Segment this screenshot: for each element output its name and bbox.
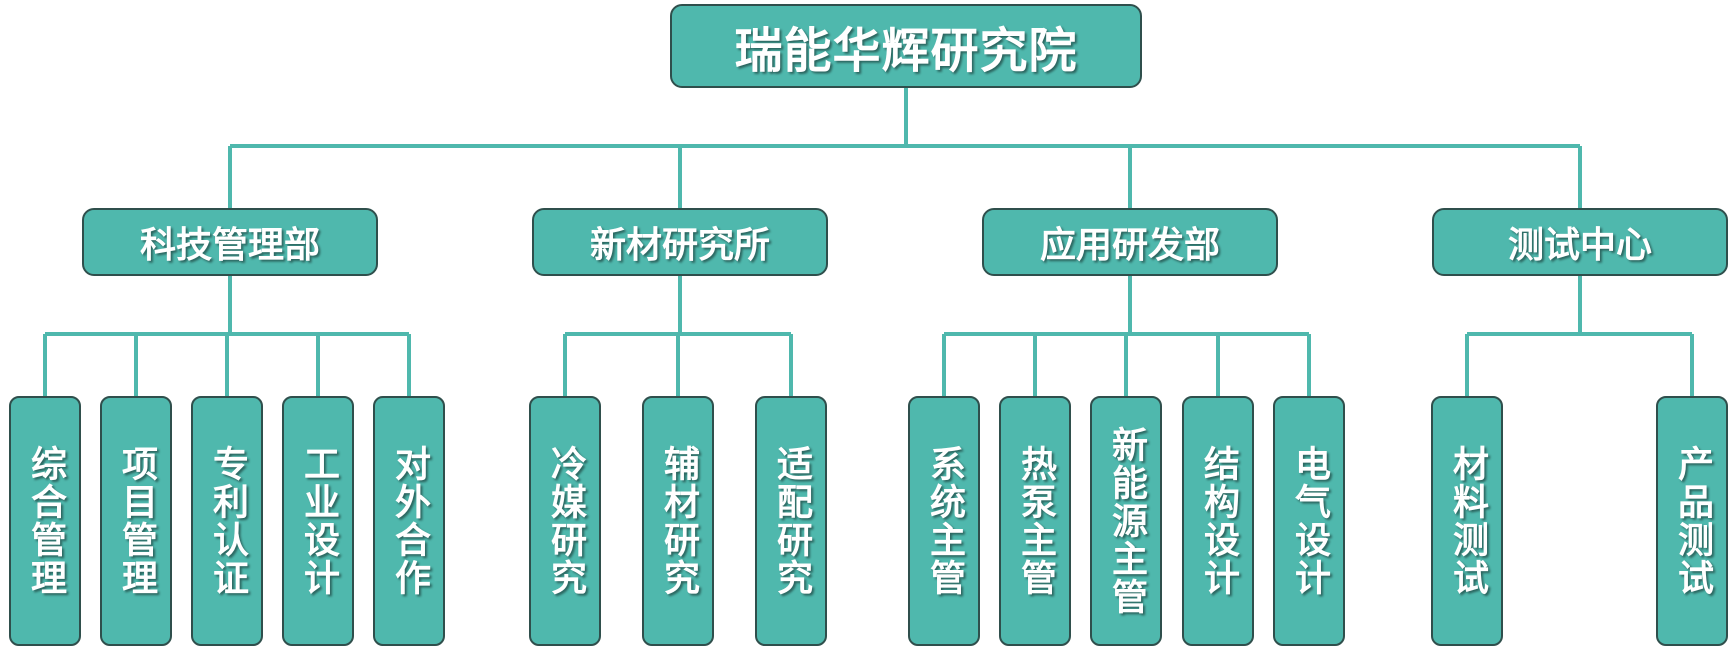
department-label: 科技管理部 — [139, 225, 320, 266]
unit-label: 项目管理 — [116, 445, 157, 597]
department-node: 测试中心 — [1432, 208, 1728, 276]
unit-node: 综合管理 — [9, 396, 81, 646]
unit-label: 对外合作 — [389, 445, 430, 597]
unit-node: 新能源主管 — [1090, 396, 1162, 646]
unit-label: 系统主管 — [924, 445, 965, 597]
unit-node: 对外合作 — [373, 396, 445, 646]
unit-label: 材料测试 — [1447, 445, 1488, 597]
unit-node: 冷媒研究 — [529, 396, 601, 646]
unit-node: 电气设计 — [1273, 396, 1345, 646]
unit-node: 工业设计 — [282, 396, 354, 646]
unit-node: 项目管理 — [100, 396, 172, 646]
unit-label: 专利认证 — [207, 445, 248, 597]
unit-node: 结构设计 — [1182, 396, 1254, 646]
root-node: 瑞能华辉研究院 — [670, 4, 1142, 88]
unit-node: 专利认证 — [191, 396, 263, 646]
unit-label: 结构设计 — [1198, 445, 1239, 597]
unit-label: 冷媒研究 — [545, 445, 586, 597]
unit-node: 适配研究 — [755, 396, 827, 646]
unit-node: 热泵主管 — [999, 396, 1071, 646]
unit-node: 材料测试 — [1431, 396, 1503, 646]
unit-label: 适配研究 — [771, 445, 812, 597]
unit-label: 工业设计 — [298, 445, 339, 597]
department-node: 新材研究所 — [532, 208, 828, 276]
unit-node: 系统主管 — [908, 396, 980, 646]
unit-label: 产品测试 — [1672, 445, 1713, 597]
department-label: 新材研究所 — [589, 225, 770, 266]
unit-label: 新能源主管 — [1106, 426, 1147, 616]
department-label: 测试中心 — [1507, 225, 1652, 266]
department-node: 应用研发部 — [982, 208, 1278, 276]
unit-label: 综合管理 — [25, 445, 66, 597]
unit-label: 辅材研究 — [658, 445, 699, 597]
unit-label: 电气设计 — [1289, 445, 1330, 597]
unit-node: 辅材研究 — [642, 396, 714, 646]
department-node: 科技管理部 — [82, 208, 378, 276]
unit-node: 产品测试 — [1656, 396, 1728, 646]
unit-label: 热泵主管 — [1015, 445, 1056, 597]
root-label: 瑞能华辉研究院 — [734, 23, 1078, 79]
department-label: 应用研发部 — [1039, 225, 1220, 266]
